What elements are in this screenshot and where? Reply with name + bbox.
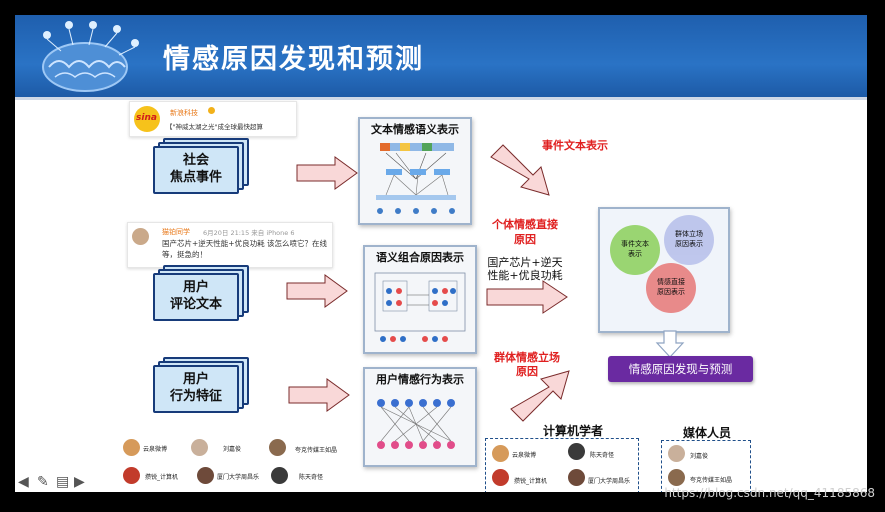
user-comment-stack: 用户评论文本 bbox=[153, 265, 249, 321]
text-semantic-panel: 文本情感语义表示 bbox=[358, 117, 472, 225]
pen-icon[interactable]: ✎ bbox=[37, 474, 49, 490]
venn-direct-circle: 情感直接原因表示 bbox=[646, 263, 696, 313]
arrow-up-right-icon bbox=[510, 370, 570, 422]
cat-avatar bbox=[132, 228, 149, 245]
group-cause-label: 群体情感立场原因 bbox=[494, 351, 560, 378]
verified-icon bbox=[208, 107, 215, 114]
social-event-stack: 社会焦点事件 bbox=[153, 138, 249, 194]
user-behavior-stack: 用户行为特征 bbox=[153, 357, 249, 413]
media-group-title: 媒体人员 bbox=[683, 426, 732, 440]
header-divider bbox=[15, 97, 867, 100]
viewer-bottom-bar bbox=[0, 492, 885, 512]
arrow-right-icon bbox=[486, 280, 568, 314]
combination-diagram bbox=[374, 272, 466, 342]
prev-arrow-icon[interactable]: ◀ bbox=[18, 474, 29, 490]
behavior-graph bbox=[377, 399, 455, 449]
weibo-meta: 6月20日 21:15 来自 iPhone 6 bbox=[203, 229, 295, 237]
sina-post-card: sina 新浪科技 【"神威太湖之光"成全球最快超算 bbox=[129, 101, 297, 137]
people-left-area: 云泉微博 刘嘉俊 夸克传媒王如晶 攒锐_计算机 厦门大学周昌乐 陈天奇怪 bbox=[119, 439, 349, 491]
behavior-repr-panel: 用户情感行为表示 bbox=[363, 367, 477, 467]
individual-cause-label: 个体情感直接原因 bbox=[492, 218, 558, 246]
semantic-combo-panel: 语义组合原因表示 bbox=[363, 245, 477, 354]
event-text-label: 事件文本表示 bbox=[542, 139, 608, 152]
individual-example-label: 国产芯片+逆天性能+优良功耗 bbox=[487, 256, 563, 282]
venn-box: 事件文本表示 群体立场原因表示 情感直接原因表示 bbox=[598, 207, 730, 333]
arrow-down-icon bbox=[655, 330, 685, 358]
menu-icon[interactable]: ▤ bbox=[56, 474, 70, 490]
arrow-right-icon bbox=[286, 274, 348, 308]
media-people-box: 刘嘉俊 夸克传媒王如晶 bbox=[661, 440, 751, 492]
slide-header: 情感原因发现和预测 bbox=[15, 15, 867, 97]
page-title: 情感原因发现和预测 bbox=[163, 44, 424, 75]
arrow-right-icon bbox=[288, 378, 350, 412]
venn-event-circle: 事件文本表示 bbox=[610, 225, 660, 275]
cs-people-box: 云泉微博 陈天奇怪 攒锐_计算机 厦门大学周昌乐 bbox=[485, 438, 639, 492]
weibo-post-card: 猫铂同学 6月20日 21:15 来自 iPhone 6 国产芯片+逆天性能+优… bbox=[127, 222, 333, 268]
arrow-right-icon bbox=[296, 156, 358, 190]
slide: 情感原因发现和预测 sina 新浪科技 【"神威太湖之光"成全球最快超算 社会焦… bbox=[15, 15, 867, 492]
sina-brand: 新浪科技 bbox=[170, 109, 198, 117]
next-arrow-icon[interactable]: ▶ bbox=[74, 474, 85, 490]
arrow-down-right-icon bbox=[490, 144, 550, 196]
venn-group-circle: 群体立场原因表示 bbox=[664, 215, 714, 265]
sina-text: 【"神威太湖之光"成全球最快超算 bbox=[166, 123, 263, 131]
weibo-user: 猫铂同学 bbox=[162, 228, 190, 236]
network-diagram bbox=[376, 143, 456, 214]
watermark-url: https://blog.csdn.net/qq_41185868 bbox=[664, 486, 875, 500]
sina-logo-icon: sina bbox=[134, 106, 160, 132]
brain-logo-icon bbox=[42, 21, 139, 92]
result-button[interactable]: 情感原因发现与预测 bbox=[608, 356, 753, 382]
cs-group-title: 计算机学者 bbox=[543, 424, 604, 438]
weibo-text: 国产芯片+逆天性能+优良功耗 该怎么喷它？在线等，挺急的！ bbox=[162, 239, 327, 259]
